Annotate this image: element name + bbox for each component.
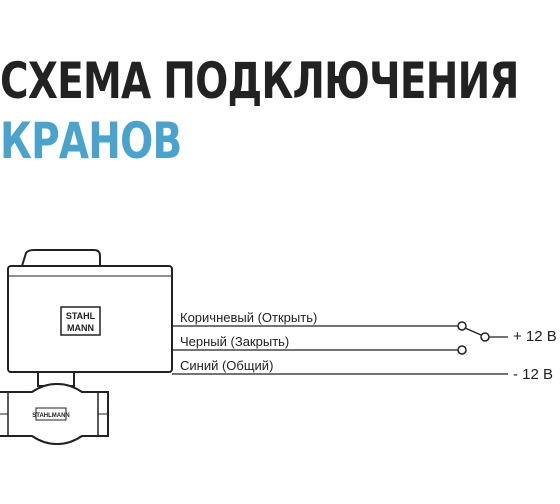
switch (457, 321, 508, 355)
switch-terminal-open (457, 321, 467, 331)
brand-logo: STAHL MANN (60, 306, 101, 336)
wire-label-black: Черный (Закрыть) (180, 334, 290, 349)
wire-label-blue: Синий (Общий) (180, 358, 274, 373)
voltage-minus: - 12 В (513, 366, 554, 383)
title-line-1: Схема подключения (0, 52, 519, 110)
valve-brand-mark: STAHLMANN (32, 413, 70, 419)
title-line-2: кранов (0, 112, 182, 170)
logo-text-1: STAHL (66, 311, 96, 321)
switch-terminal-common (480, 332, 490, 342)
logo-text-2: MANN (67, 323, 94, 333)
switch-lever (464, 327, 482, 336)
switch-terminal-close (457, 345, 467, 355)
actuator-cap (20, 249, 101, 267)
logo-frame (60, 306, 101, 336)
wire-lines (172, 325, 508, 375)
voltage-plus: + 12 В (513, 328, 557, 345)
valve-label-plate (35, 407, 67, 421)
valve-body: STAHLMANN (0, 371, 109, 445)
wire-label-brown: Коричневый (Открыть) (180, 310, 318, 325)
